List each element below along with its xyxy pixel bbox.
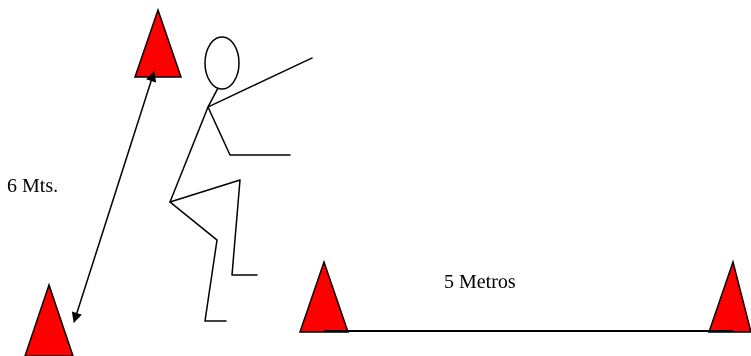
figure-arm-lower [208, 107, 290, 155]
figure-leg-back [170, 202, 226, 321]
horizontal-distance-label: 5 Metros [444, 272, 516, 292]
vertical-distance-arrow [74, 72, 154, 322]
stick-figure [170, 37, 312, 321]
cone-bottom-middle [300, 262, 348, 332]
cone-bottom-right [709, 262, 751, 332]
vertical-distance-label: 6 Mts. [7, 176, 58, 196]
figure-head [205, 37, 239, 89]
cone-top-left [135, 10, 181, 77]
figure-torso [170, 107, 208, 202]
figure-arm-upper [208, 58, 312, 107]
cone-bottom-left [25, 285, 73, 356]
